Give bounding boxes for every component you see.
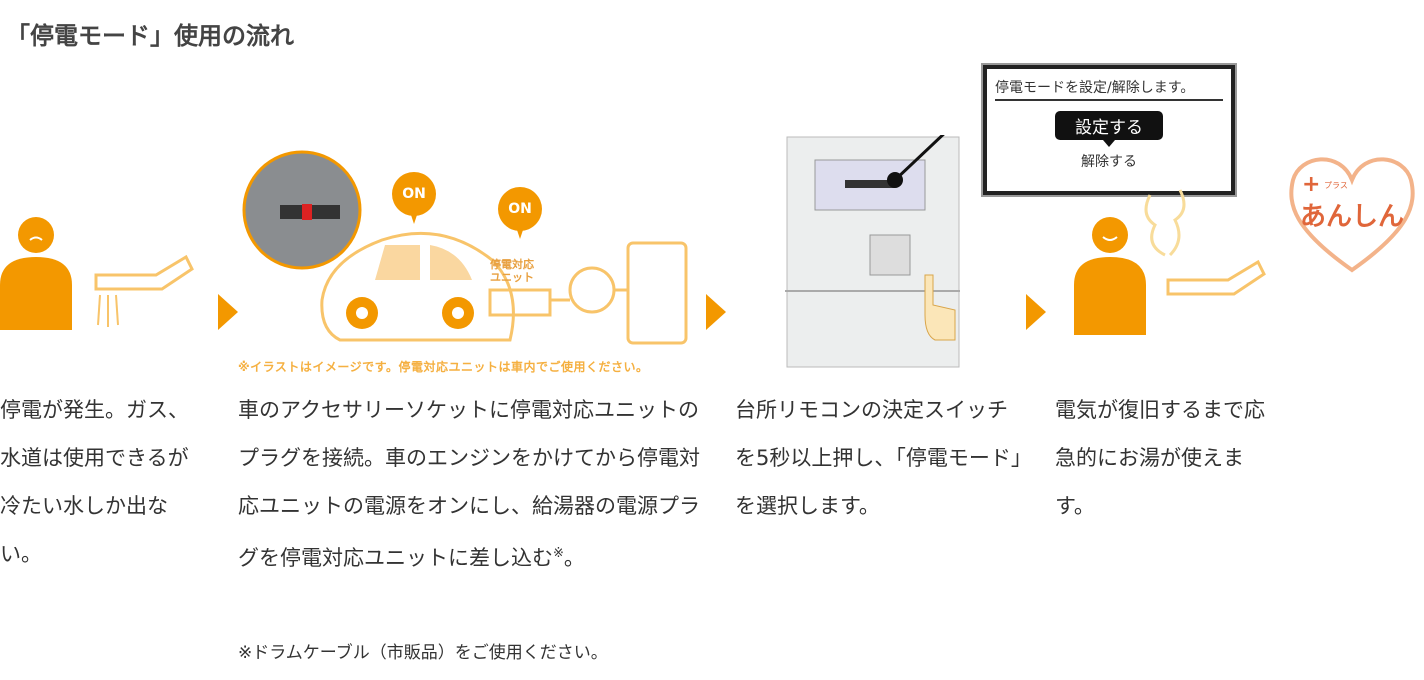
popup-title: 停電モードを設定/解除します。 [995, 77, 1223, 101]
popup-set-option: 設定する [1055, 111, 1163, 140]
cold-water-person-illustration [0, 217, 194, 330]
step-arrow-icon [706, 294, 726, 330]
on-badge-engine: ON [392, 172, 436, 224]
step-2-body: 車のアクセサリーソケットに停電対応ユニットのプラグを接続。車のエンジンをかけてか… [238, 398, 700, 570]
caret-down-icon [1103, 140, 1115, 147]
page-title: 「停電モード」使用の流れ [6, 22, 294, 50]
hot-water-person-illustration [1074, 189, 1266, 335]
unit-label-line2: ユニット [490, 271, 534, 284]
step-arrow-icon [1026, 294, 1046, 330]
step-3-text: 台所リモコンの決定スイッチを5秒以上押し、「停電モード」を選択します。 [735, 398, 1022, 518]
step-arrow-icon [218, 294, 238, 330]
badge-plus: + [1302, 172, 1321, 197]
on-badge-unit: ON [498, 187, 542, 239]
remote-control-illustration [785, 135, 960, 368]
car-unit-illustration [242, 150, 688, 345]
illustration-caption: ※イラストはイメージです。停電対応ユニットは車内でご使用ください。 [238, 360, 649, 374]
step-4-text: 電気が復旧するまで応急的にお湯が使えます。 [1055, 398, 1265, 518]
step-2-end: 。 [563, 546, 585, 570]
popup-cancel-option: 解除する [1081, 154, 1137, 170]
step-2-text: 車のアクセサリーソケットに停電対応ユニットのプラグを接続。車のエンジンをかけてか… [238, 386, 700, 582]
badge-anshin: あんしん [1300, 202, 1405, 232]
unit-label: 停電対応ユニット [490, 258, 534, 284]
remote-screen-popup: 停電モードを設定/解除します。 設定する 解除する [983, 65, 1235, 195]
badge-plus-reading: プラス [1324, 181, 1348, 190]
heart-badge-icon [1289, 157, 1415, 273]
step-2-footnote-mark: ※ [553, 546, 564, 561]
step-2-note: ※ドラムケーブル（市販品）をご使用ください。 [238, 643, 608, 663]
step-1-text: 停電が発生。ガス、水道は使用できるが冷たい水しか出ない。 [0, 398, 189, 566]
unit-label-line1: 停電対応 [490, 258, 534, 271]
